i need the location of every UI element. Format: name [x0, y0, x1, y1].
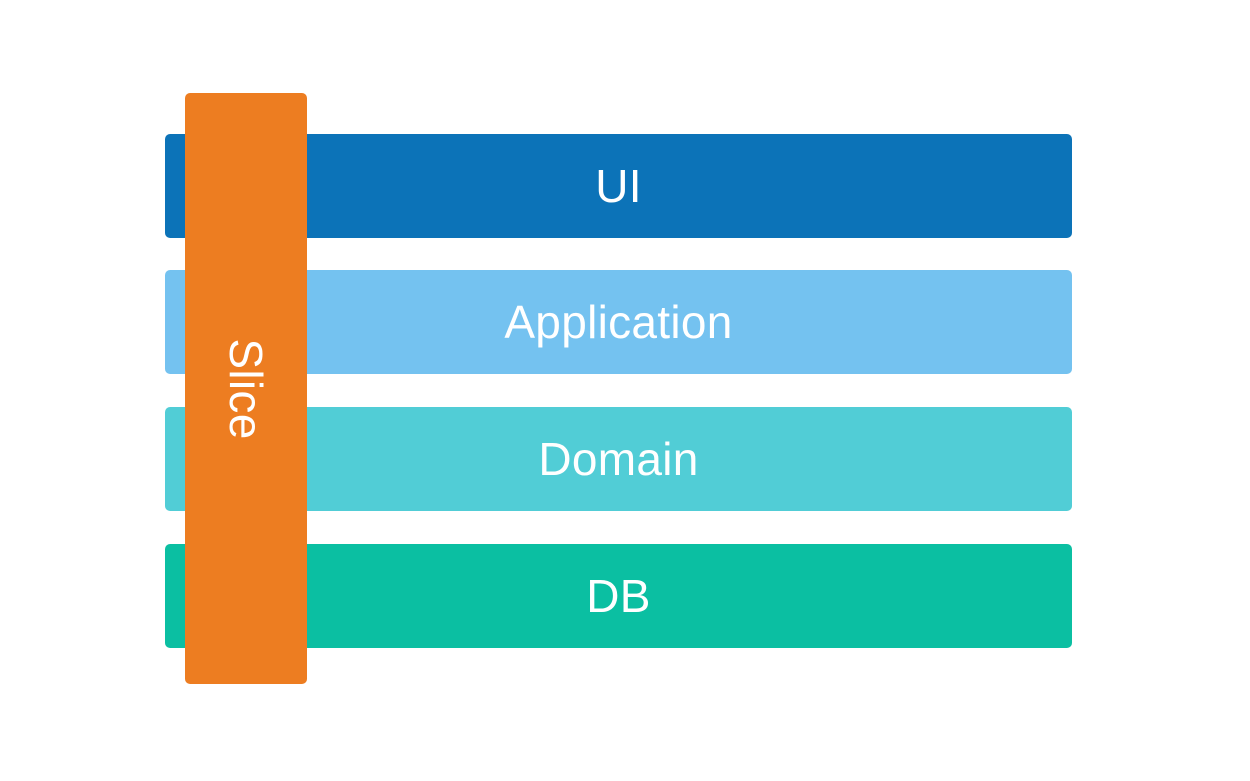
slice-band[interactable]: Slice [185, 93, 307, 684]
layer-label-domain: Domain [538, 433, 699, 485]
layer-bar-domain[interactable]: Domain [165, 407, 1072, 511]
layer-label-ui: UI [595, 160, 642, 212]
layer-bar-application[interactable]: Application [165, 270, 1072, 374]
layer-bar-db[interactable]: DB [165, 544, 1072, 648]
slice-label: Slice [220, 337, 272, 440]
layer-label-db: DB [586, 570, 651, 622]
slice-label-wrapper: Slice [0, 328, 542, 450]
layer-bar-ui[interactable]: UI [165, 134, 1072, 238]
layer-label-application: Application [504, 296, 733, 348]
